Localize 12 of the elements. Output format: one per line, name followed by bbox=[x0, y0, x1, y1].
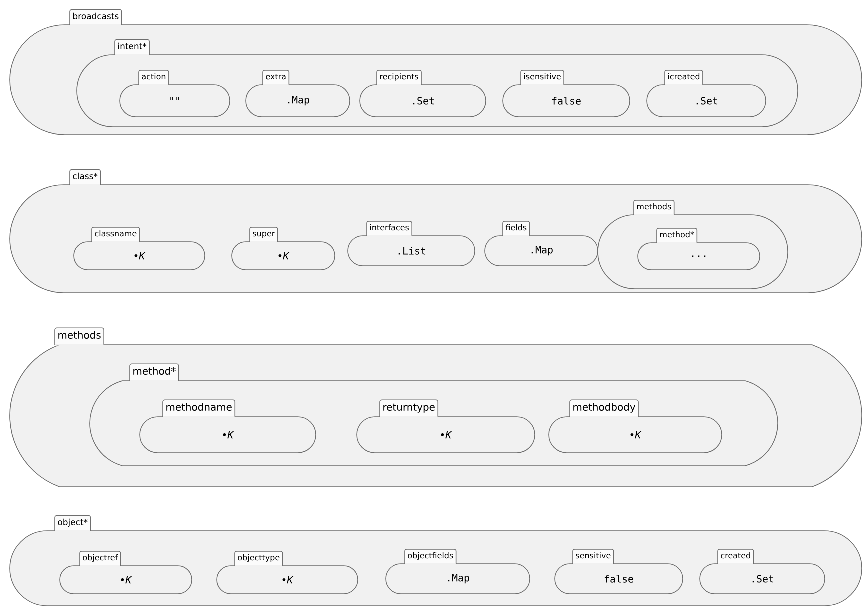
cell-tab: broadcasts bbox=[70, 9, 122, 26]
cell-tab: methodbody bbox=[570, 400, 639, 418]
cell: methodname •K bbox=[140, 400, 316, 454]
cell-tab: class* bbox=[70, 169, 102, 186]
cell-tab: object* bbox=[54, 515, 92, 532]
cell-tab: methodname bbox=[162, 400, 236, 418]
cell-tab: intent* bbox=[114, 39, 150, 56]
cell-tab: method* bbox=[130, 364, 180, 382]
cell-tab: returntype bbox=[380, 400, 439, 418]
cell: methodbody •K bbox=[548, 400, 722, 454]
cell-tab: methods bbox=[54, 328, 104, 346]
cell: returntype •K bbox=[356, 400, 536, 454]
